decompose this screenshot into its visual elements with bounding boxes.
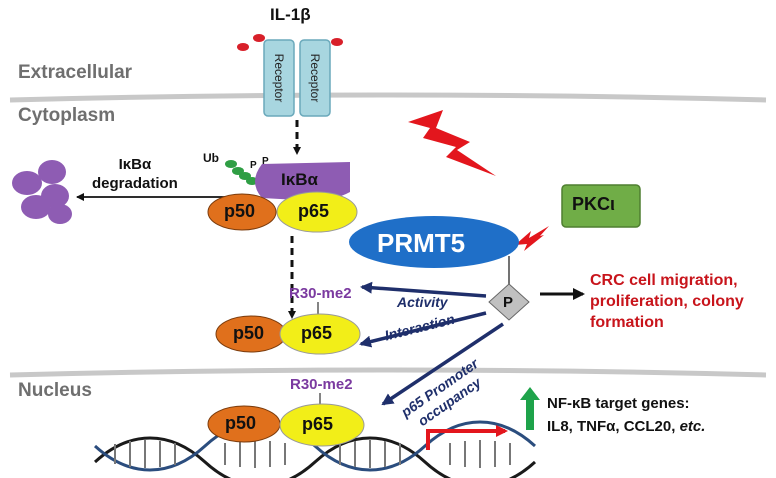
- p50-cytoplasm-label: p50: [224, 201, 256, 221]
- phospho-diamond-label: P: [503, 294, 514, 311]
- receptor-left: [263, 39, 295, 117]
- ubiquitin-chain: [225, 160, 258, 185]
- il1b-ligand: [331, 38, 343, 46]
- activity-label: Activity: [397, 294, 448, 310]
- p65-nucleus: [279, 403, 365, 447]
- p65-nucleus-label: p65: [302, 414, 334, 434]
- r30-me2-middle-label: R30-me2: [289, 285, 352, 302]
- p50-middle-label: p50: [233, 323, 265, 343]
- ikba-label: IκBα: [281, 170, 318, 189]
- phospho-diamond: [488, 283, 530, 321]
- plasma-membrane: [9, 92, 767, 103]
- pkc-label: PKCι: [572, 194, 616, 214]
- p65-middle: [279, 313, 361, 355]
- nuclear-membrane: [9, 367, 767, 378]
- receptor-right: [299, 39, 331, 117]
- phospho-label-left: P: [250, 160, 257, 171]
- cytoplasm-label: Cytoplasm: [18, 105, 116, 126]
- pkc-box: [561, 184, 641, 228]
- receptor-right-label: Receptor: [308, 54, 322, 103]
- p65-cytoplasm-label: p65: [298, 201, 330, 221]
- lightning-bolt-small: [515, 226, 549, 251]
- nfkb-etc: etc.: [679, 418, 706, 435]
- ub-label: Ub: [203, 151, 219, 165]
- phospho-label-right: P: [262, 156, 269, 167]
- prmt5-label: PRMT5: [377, 228, 466, 258]
- crc-outcome-label: CRC cell migration, proliferation, colon…: [590, 272, 744, 331]
- il1b-ligand: [253, 34, 265, 42]
- promoter-arrow: [381, 322, 504, 406]
- upregulation-arrow: [520, 387, 540, 430]
- activity-arrow: [360, 281, 487, 298]
- p50-nucleus-label: p50: [225, 413, 257, 433]
- ikba-protein: [255, 162, 350, 201]
- receptor-left-label: Receptor: [272, 54, 286, 103]
- nfkb-target-title: NF-κB target genes:: [547, 395, 690, 412]
- ikba-degradation-label: IκBα degradation: [92, 156, 178, 192]
- nucleus-label: Nucleus: [18, 380, 92, 401]
- transcription-arrow: [426, 425, 508, 450]
- nfkb-target-genes: IL8, TNFα, CCL20, etc.: [547, 417, 705, 437]
- il1b-label: IL-1β: [270, 5, 311, 24]
- r30-me2-nucleus-label: R30-me2: [290, 376, 353, 393]
- interaction-arrow: [359, 311, 487, 348]
- p65-cytoplasm: [276, 191, 358, 233]
- p50-cytoplasm: [207, 193, 277, 231]
- lightning-bolt-large: [408, 110, 496, 176]
- ikba-degraded-fragments: [12, 160, 72, 224]
- nfkb-gene-list: IL8, TNFα, CCL20,: [547, 418, 680, 435]
- prmt5-enzyme: [349, 216, 519, 268]
- il1b-ligand: [237, 43, 249, 51]
- extracellular-label: Extracellular: [18, 62, 133, 83]
- p65-middle-label: p65: [301, 323, 333, 343]
